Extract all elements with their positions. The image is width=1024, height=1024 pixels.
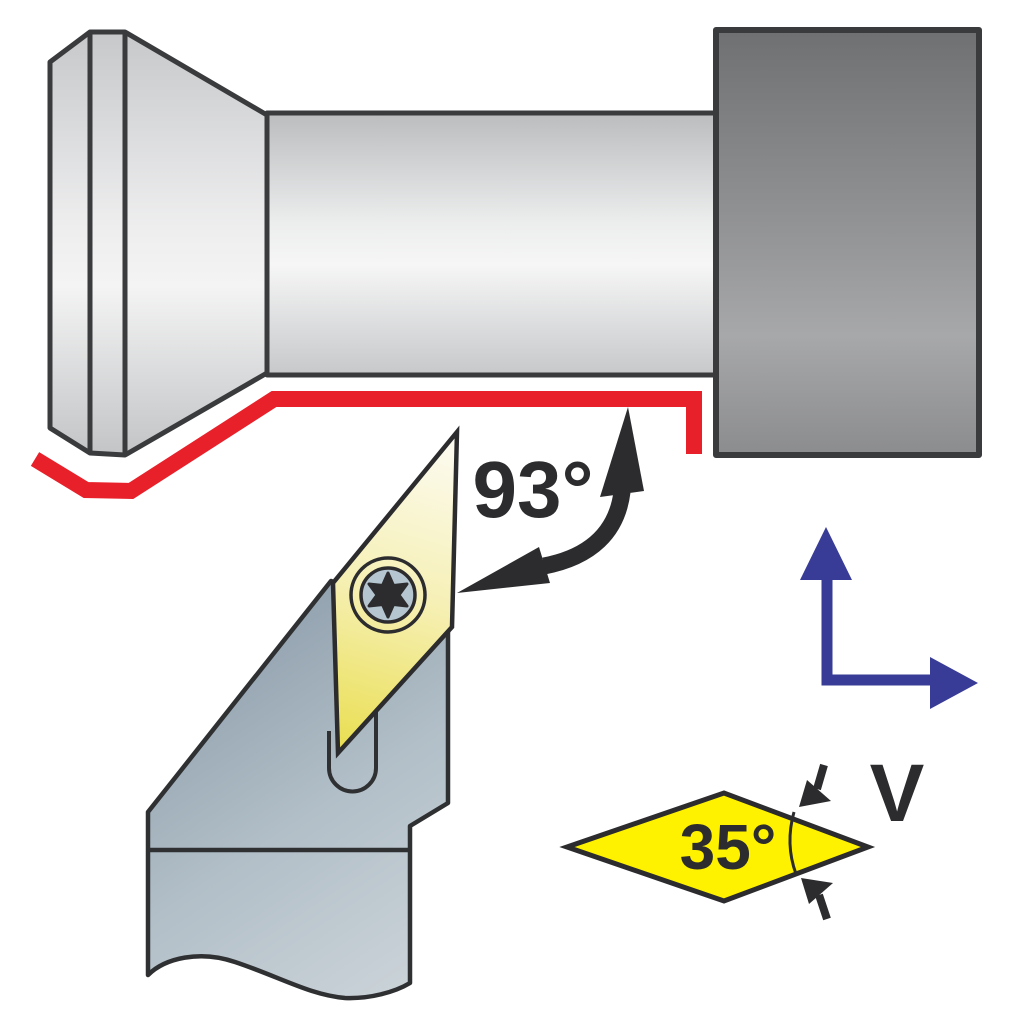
workpiece-cone: [47, 29, 270, 458]
axis-arrowhead-up: [800, 527, 852, 580]
insert-code-label: V: [870, 748, 925, 839]
machined-profile-toolpath: [30, 391, 702, 500]
angle-arrowhead-down-left: [457, 547, 550, 593]
angle-arrowhead-up: [600, 407, 644, 497]
point-angle-arc: [788, 811, 798, 875]
pointer-tail-lower: [815, 893, 831, 921]
v-shaped-insert: [330, 425, 460, 759]
pointer-arrow-lower: [801, 878, 833, 904]
insert-relief-slot: [327, 708, 378, 794]
torx-screw-icon: [367, 571, 409, 619]
axis-arrowhead-right: [930, 657, 978, 709]
approach-angle-label: 93°: [473, 445, 594, 534]
screw-outer-ring: [349, 556, 427, 634]
pointer-tail-upper: [813, 763, 828, 791]
angle-arrow-shaft: [542, 490, 631, 575]
axis-arrow-horizontal-shaft: [821, 674, 932, 686]
workpiece: [47, 27, 982, 458]
axis-arrow-vertical-shaft: [821, 577, 833, 683]
insert-shape-symbol: 35° V: [559, 748, 925, 921]
pointer-arrow-upper: [799, 780, 831, 807]
approach-angle-arrow: [457, 407, 644, 593]
chuck-block: [713, 27, 982, 458]
feed-axis-arrows: [800, 527, 978, 709]
insert-point-angle-label: 35°: [680, 811, 777, 883]
point-angle-pointers: [799, 763, 833, 921]
workpiece-cylinder: [264, 110, 720, 378]
